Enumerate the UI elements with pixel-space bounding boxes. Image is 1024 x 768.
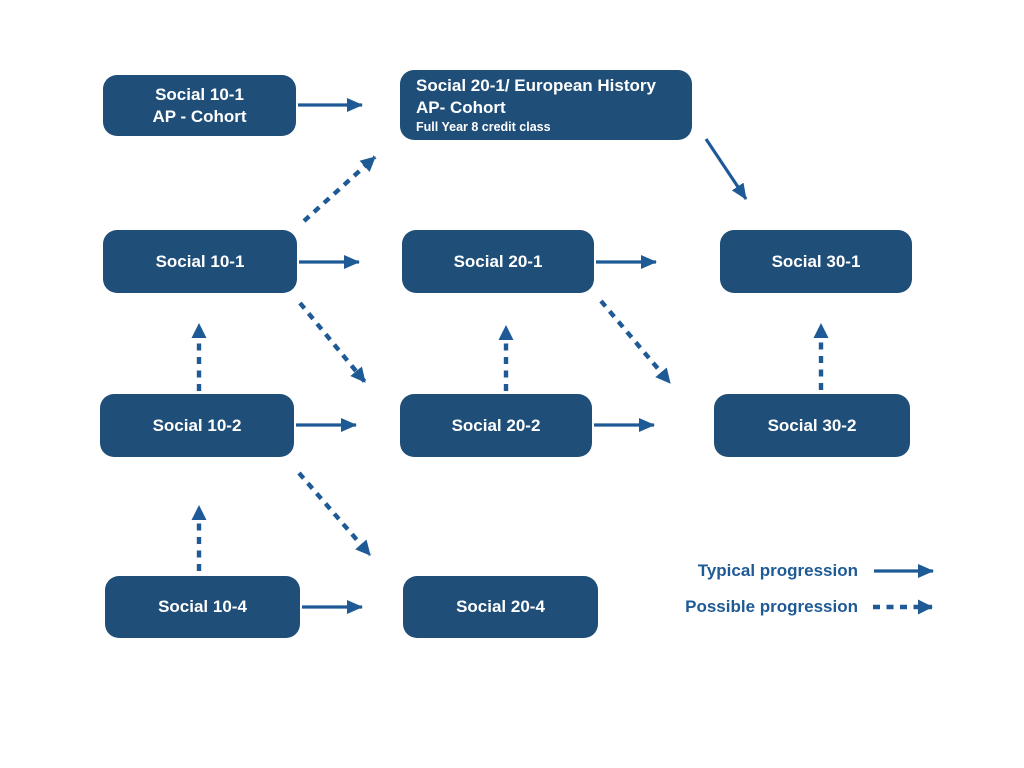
legend-possible-label: Possible progression: [685, 596, 858, 616]
node-label: Social 10-1: [155, 251, 245, 271]
edge-social-20-1-to-social-30-2: [599, 299, 672, 385]
edge-social-20-1-ap-to-social-30-1: [704, 138, 748, 200]
node-label: Social 30-2: [767, 415, 857, 435]
node-label: Social 30-1: [771, 251, 861, 271]
node-label: Social 10-2: [152, 415, 242, 435]
node-social-30-2: Social 30-2: [714, 394, 910, 457]
node-sublabel: Full Year 8 credit class: [416, 119, 551, 134]
node-label: Social 20-4: [456, 597, 545, 617]
edge-social-10-2-to-social-20-4: [297, 471, 372, 557]
node-label-line: Social 20-1/ European History: [416, 76, 656, 96]
node-social-30-1: Social 30-1: [720, 230, 912, 293]
node-label-line: AP- Cohort: [416, 98, 506, 118]
node-label: Social 10-4: [158, 597, 247, 617]
node-label: Social 20-2: [451, 415, 541, 435]
node-social-20-2: Social 20-2: [400, 394, 592, 457]
edge-social-10-1-to-social-20-2: [298, 301, 367, 384]
node-social-10-4: Social 10-4: [105, 576, 300, 638]
edge-social-10-1-to-social-20-1-ap: [302, 155, 377, 223]
dashed-arrow-icon: [873, 599, 933, 614]
legend: Typical progression Possible progression: [640, 554, 956, 623]
node-social-20-1-european-history-ap-cohort: Social 20-1/ European History AP- Cohort…: [400, 70, 692, 140]
node-social-10-2: Social 10-2: [100, 394, 294, 457]
legend-row-possible: Possible progression: [640, 590, 956, 623]
node-social-10-1-ap-cohort: Social 10-1 AP - Cohort: [103, 75, 296, 136]
legend-typical-label: Typical progression: [697, 560, 858, 580]
node-social-20-1: Social 20-1: [402, 230, 594, 293]
node-label: Social 20-1: [453, 251, 543, 271]
node-social-20-4: Social 20-4: [403, 576, 598, 638]
legend-row-typical: Typical progression: [640, 554, 956, 587]
solid-arrow-icon: [874, 563, 934, 578]
node-label-line: AP - Cohort: [152, 106, 247, 126]
node-label-line: Social 10-1: [155, 84, 244, 104]
node-social-10-1: Social 10-1: [103, 230, 297, 293]
